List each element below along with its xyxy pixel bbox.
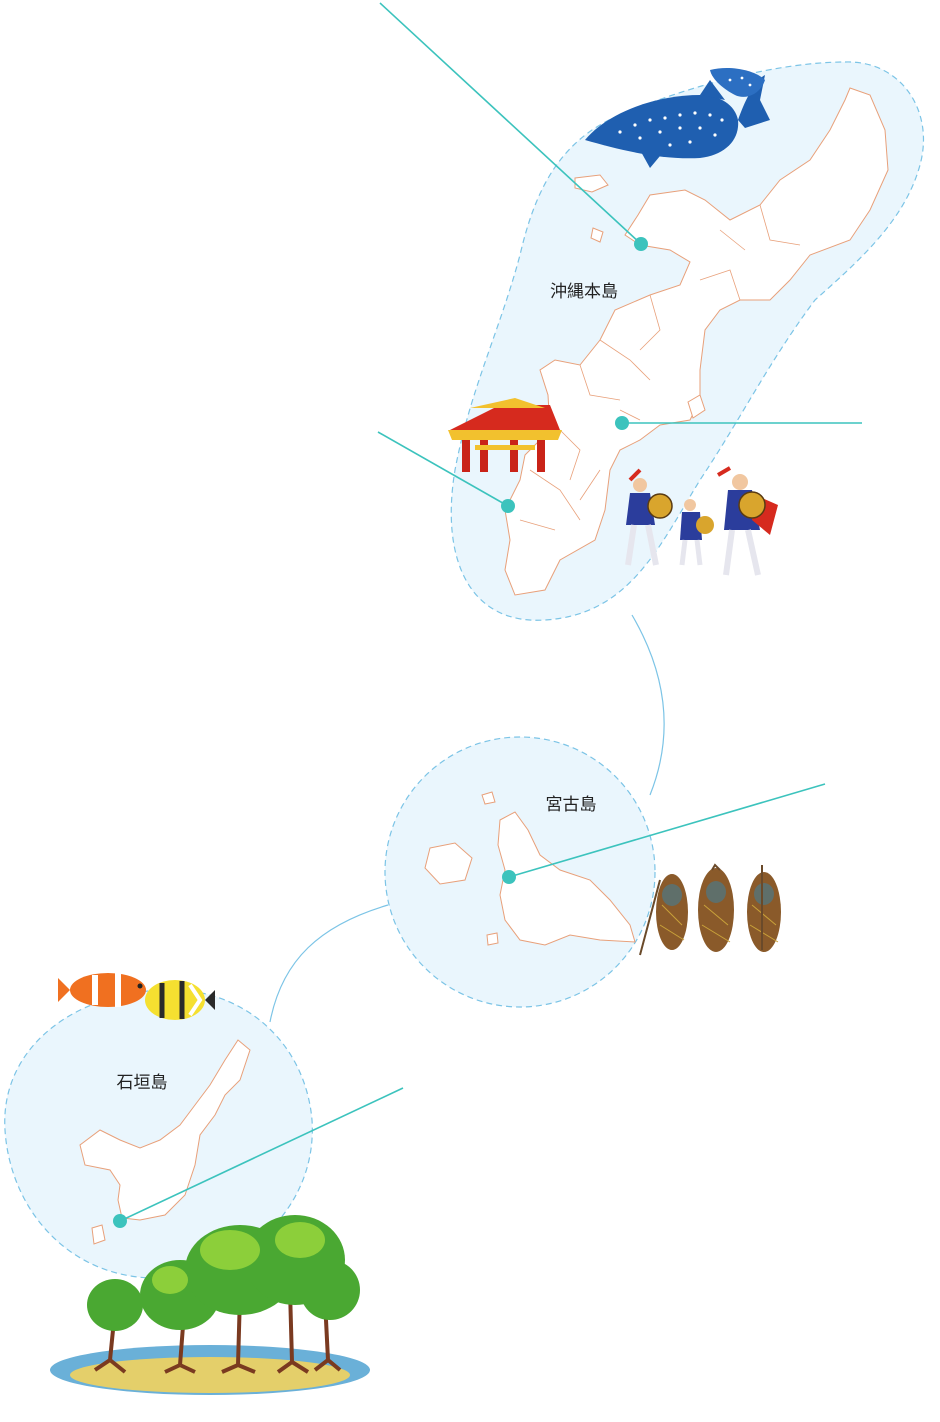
eisa-dancers-illustration <box>625 466 778 576</box>
pointer-line-okinawa-north <box>379 2 642 245</box>
pointer-dot-okinawa-north[interactable] <box>634 237 648 251</box>
ishigaki-islet-south <box>91 1224 106 1245</box>
region-miyako-label: 宮古島 <box>546 795 597 815</box>
okinawa-islet-west <box>590 227 604 243</box>
miyako-island-shape <box>497 811 636 946</box>
miyako-islet-south <box>486 932 499 946</box>
pointer-dot-okinawa-east[interactable] <box>615 416 629 430</box>
region-okinawa[interactable]: 沖縄本島 <box>450 61 925 621</box>
region-okinawa-label: 沖縄本島 <box>550 282 618 302</box>
pointer-line-okinawa-south <box>377 431 509 507</box>
miyako-islet-north <box>481 791 496 805</box>
shuri-castle-illustration <box>448 398 562 472</box>
okinawa-islet-north <box>574 174 609 193</box>
pointer-dot-okinawa-south[interactable] <box>501 499 515 513</box>
region-ishigaki[interactable]: 石垣島 <box>4 989 313 1279</box>
pointer-line-ishigaki <box>119 1087 404 1222</box>
connector-miyako-ishigaki <box>269 904 389 1023</box>
okinawa-islet-east <box>687 394 706 419</box>
pointer-line-miyako <box>508 783 826 878</box>
ishigaki-island-shape <box>79 1039 251 1221</box>
connector-okinawa-miyako <box>631 614 665 796</box>
whale-shark-illustration <box>585 68 770 168</box>
okinawa-municipal-boundaries <box>519 204 801 531</box>
region-ishigaki-label: 石垣島 <box>117 1073 168 1093</box>
mangrove-illustration <box>50 1215 370 1395</box>
tropical-fish-illustration <box>58 973 215 1020</box>
pointer-dot-ishigaki[interactable] <box>113 1214 127 1228</box>
pointer-dot-miyako[interactable] <box>502 870 516 884</box>
paantu-figures-illustration <box>639 863 781 956</box>
region-miyako[interactable]: 宮古島 <box>384 736 656 1008</box>
miyako-islet-west <box>424 842 473 885</box>
